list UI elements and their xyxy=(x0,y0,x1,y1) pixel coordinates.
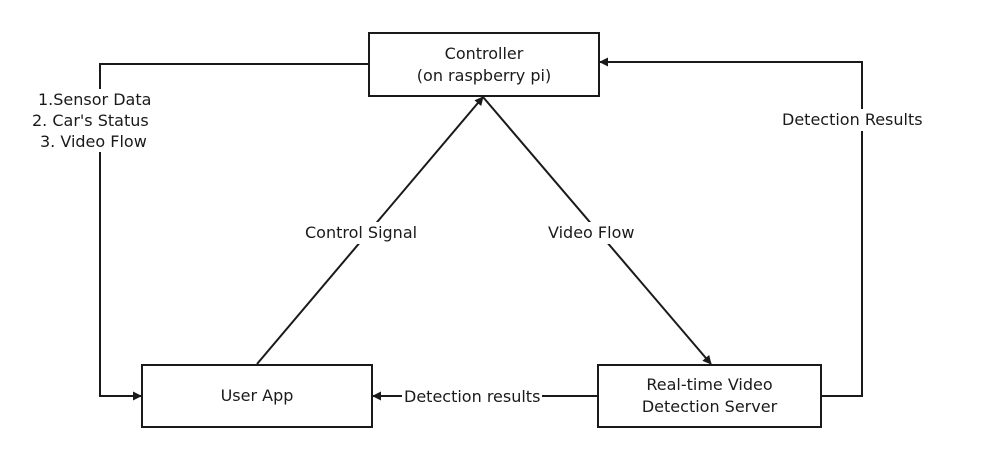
sensor-item-2: 2. Car's Status xyxy=(32,111,149,130)
server-title: Real-time Video xyxy=(646,375,773,394)
controller-subtitle: (on raspberry pi) xyxy=(416,65,552,85)
sensor-item-1: 1.Sensor Data xyxy=(38,90,152,109)
sensor-item-3: 3. Video Flow xyxy=(40,132,147,151)
edge-controller-to-userapp xyxy=(99,63,368,401)
sensor-list-label: 1.Sensor Data 2. Car's Status 3. Video F… xyxy=(30,89,154,152)
server-node: Real-time Video Detection Server xyxy=(597,364,822,428)
detection-results-bottom-label: Detection results xyxy=(402,386,543,408)
detection-results-right-label: Detection Results xyxy=(780,109,925,131)
controller-title: Controller xyxy=(444,43,524,63)
user-app-label: User App xyxy=(220,386,294,405)
video-flow-label: Video Flow xyxy=(546,222,637,244)
control-signal-label: Control Signal xyxy=(303,222,420,244)
edge-server-to-controller xyxy=(599,57,863,397)
user-app-node: User App xyxy=(141,364,373,428)
controller-node: Controller (on raspberry pi) xyxy=(368,32,600,97)
server-subtitle: Detection Server xyxy=(641,397,778,416)
